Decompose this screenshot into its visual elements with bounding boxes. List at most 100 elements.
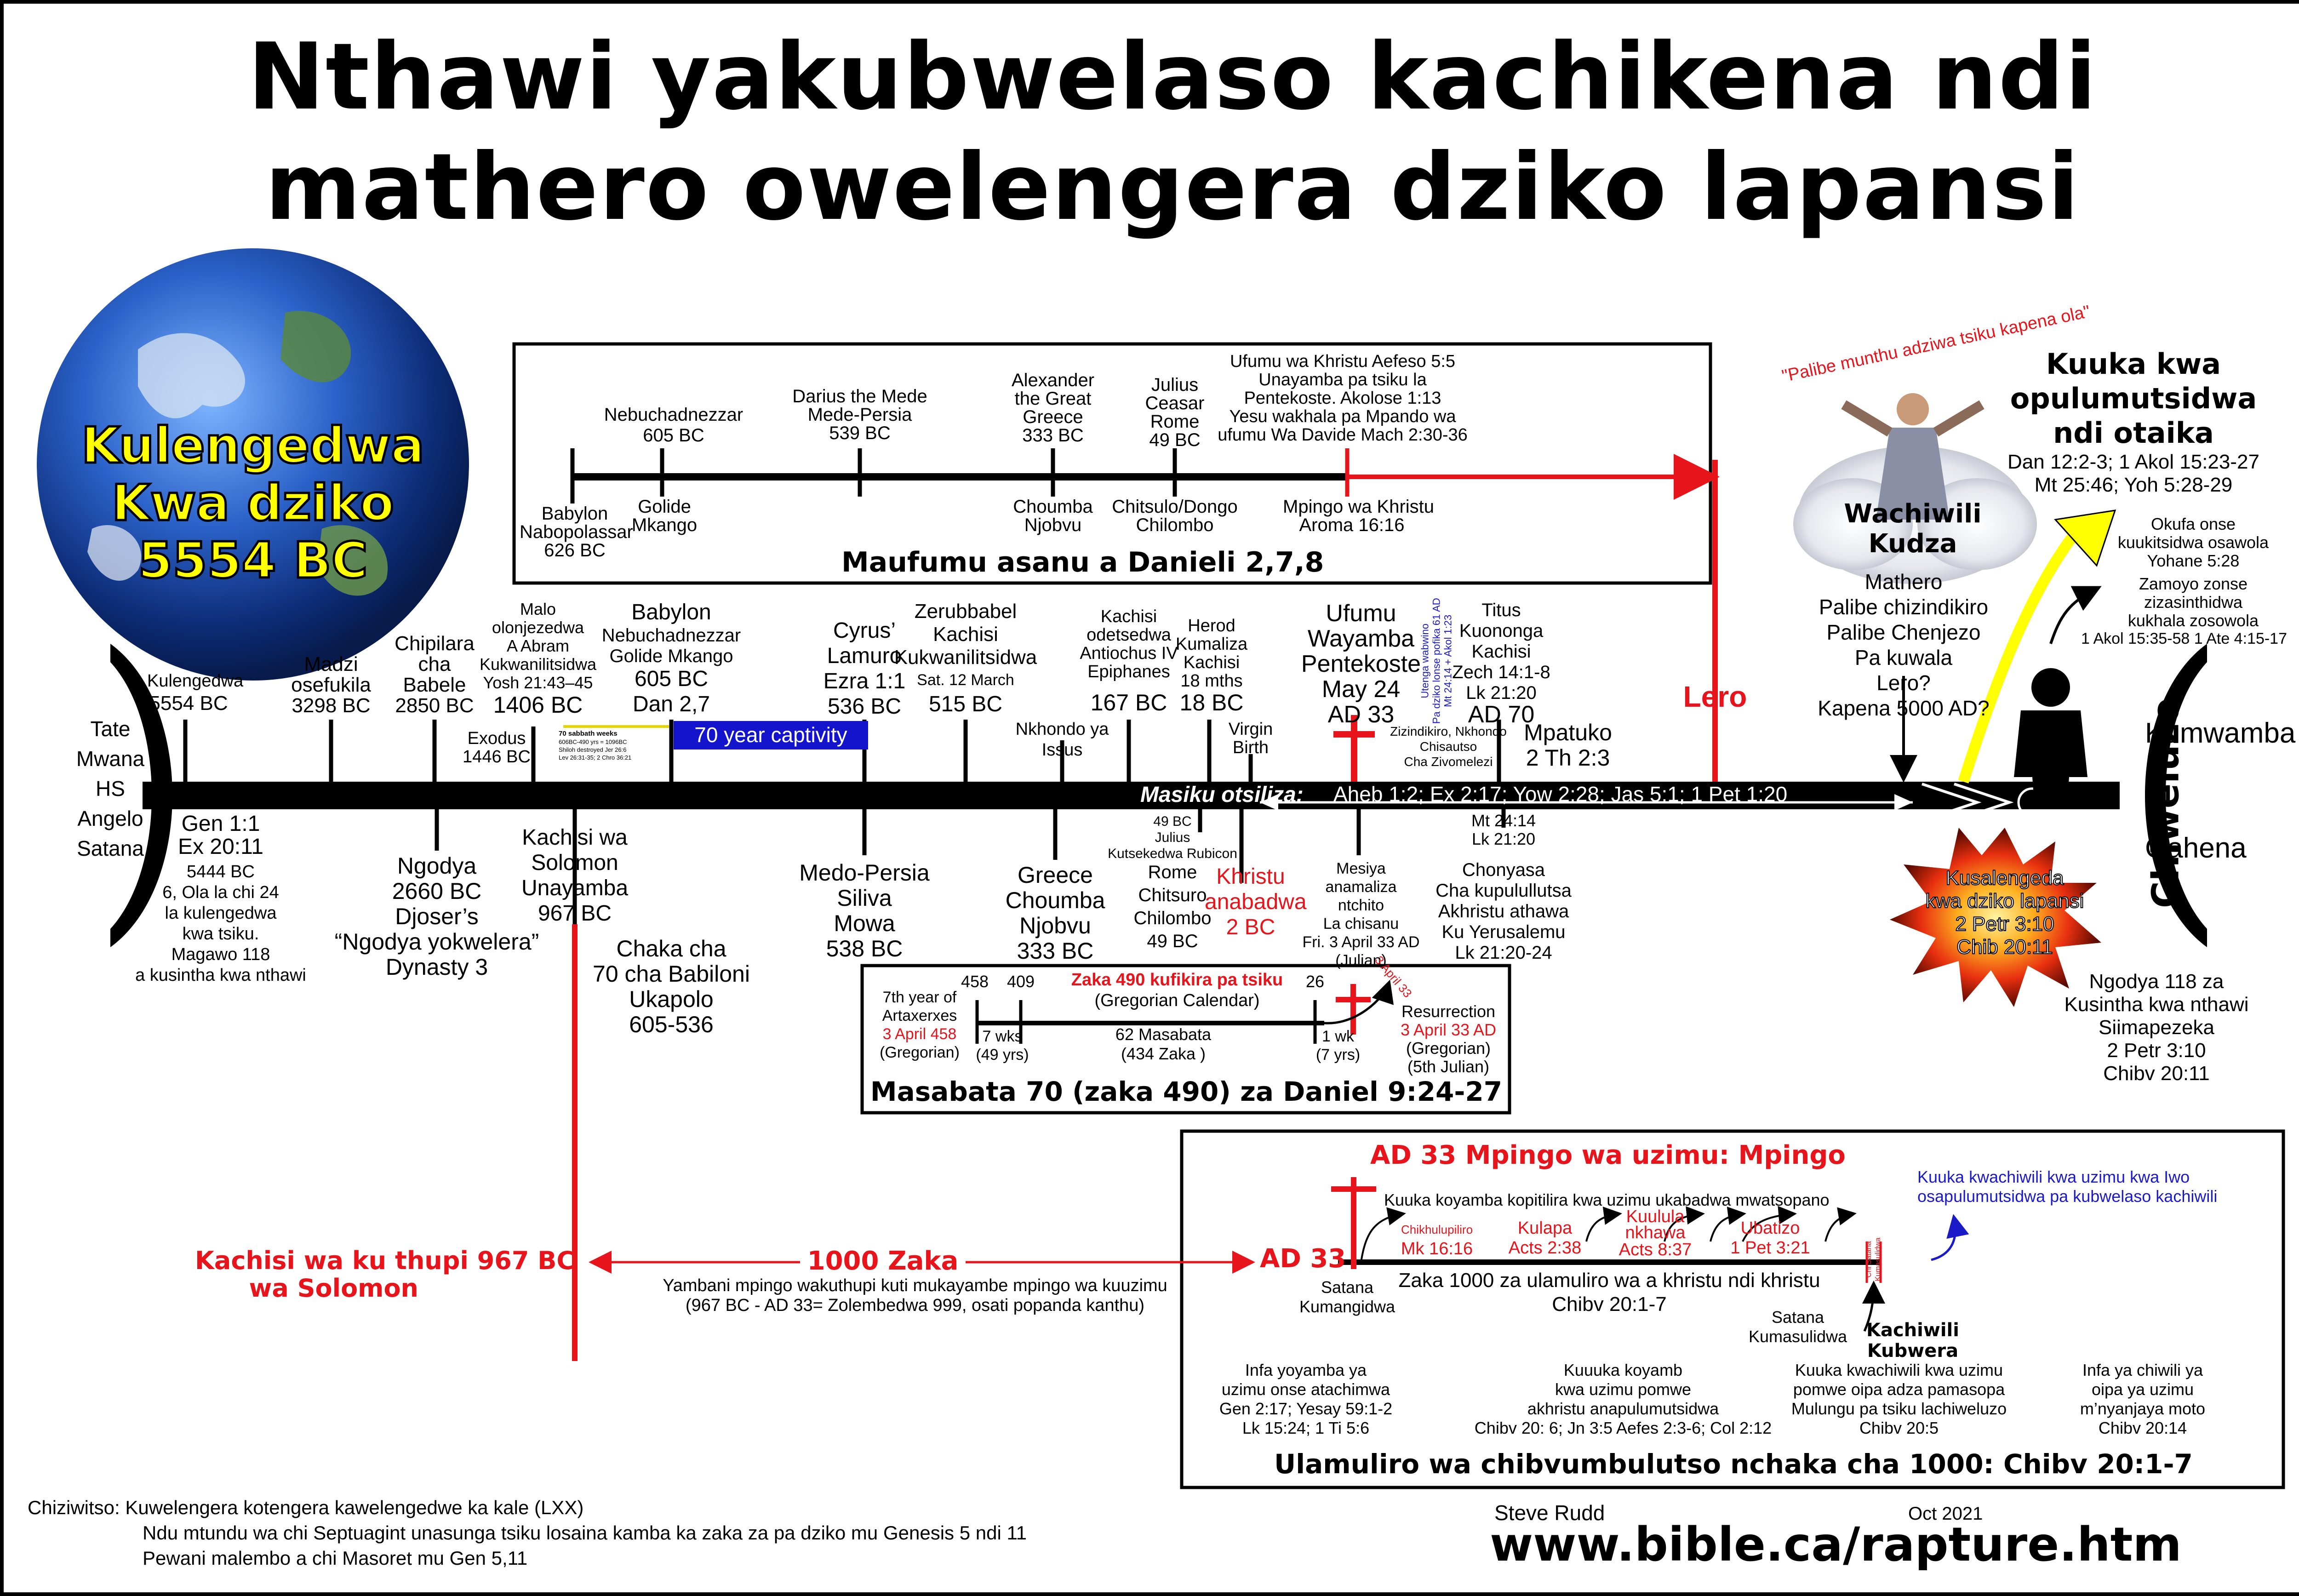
t-rom-3: Kutsekedwa Rubicon xyxy=(1108,846,1237,861)
t-gen-6: kwa tsiku. xyxy=(182,924,259,944)
t-gen-2: Ex 20:11 xyxy=(178,835,263,859)
t-zer-2: Kachisi xyxy=(933,623,998,646)
dead-raised-1: Okufa onse xyxy=(2150,515,2236,533)
t-gen-8: a kusintha kwa nthawi xyxy=(135,966,306,985)
captivity-box xyxy=(674,721,868,749)
temple-label-1: Kachisi wa ku thupi 967 BC xyxy=(195,1246,575,1275)
t-vert-1: Utenga wabwino xyxy=(1419,623,1431,698)
w-art-1: 7th year of xyxy=(882,989,957,1006)
title-line-2: mathero owelengera dziko lapansi xyxy=(265,134,2080,241)
kingdom-neb-2: 605 BC xyxy=(643,425,704,446)
t-mes-1: Mesiya xyxy=(1336,860,1386,877)
end-3: Palibe Chenjezo xyxy=(1826,620,1981,644)
w-art-2: Artaxerxes xyxy=(882,1007,957,1024)
t-cho-5: Lk 21:20-24 xyxy=(1455,943,1552,963)
t-zer-3: Kukwanilitsidwa xyxy=(894,646,1037,669)
t-gre-4: 333 BC xyxy=(1017,938,1094,964)
t-kach-2: odetsedwa xyxy=(1087,625,1171,645)
kingdoms-heading: Maufumu asanu a Danieli 2,7,8 xyxy=(841,546,1324,578)
t-ufw-1: Ufumu xyxy=(1326,600,1396,627)
t-exo-1: Exodus xyxy=(467,729,526,748)
kingdom-jul-1: Julius xyxy=(1151,375,1199,395)
m-c2-b: kwa uzimu pomwe xyxy=(1555,1380,1692,1399)
t-cyr-3: Ezra 1:1 xyxy=(823,669,906,693)
m-c4-a: Infa ya chiwili ya xyxy=(2082,1361,2203,1379)
kingdom-alex-3: Greece xyxy=(1023,407,1083,427)
t-madzi-1: Madzi xyxy=(304,653,358,675)
kingdom-alex-1: Alexander xyxy=(1011,370,1095,390)
living-changed-3: kukhala zosowola xyxy=(2127,611,2259,630)
kingdom-uf-4: Yesu wakhala pa Mpando wa xyxy=(1229,407,1456,426)
t-ziz-1: Zizindikiro, Nkhondo xyxy=(1390,724,1507,738)
kingdom-jul-4: 49 BC xyxy=(1149,430,1201,450)
m-kach-2: Kubwera xyxy=(1867,1340,1959,1361)
m-vsmall-2: Kumasulidwa xyxy=(1874,1237,1882,1281)
m-sat-3: Satana xyxy=(1771,1308,1824,1327)
t-mes-6: (Julian) xyxy=(1335,952,1387,969)
t-malo-1: Malo xyxy=(520,600,556,618)
t-her-4: 18 mths xyxy=(1180,671,1243,691)
t-ufw-3: Pentekoste xyxy=(1301,651,1421,677)
t-chip-3: Babele xyxy=(403,674,466,696)
m-pet321: 1 Pet 3:21 xyxy=(1730,1238,1810,1258)
t-nkh-2: Issus xyxy=(1041,740,1083,760)
left-3: HS xyxy=(96,777,125,801)
t-ziz-2: Chisautso xyxy=(1419,739,1477,754)
t-mpa-1: Mpatuko xyxy=(1524,720,1612,745)
t-med-3: Mowa xyxy=(834,910,895,936)
t-ng118-5: Chibv 20:11 xyxy=(2103,1062,2210,1085)
earth-label-3: 5554 BC xyxy=(137,532,369,590)
t-vert-2: Pa dziko lonse pofika 61 AD xyxy=(1430,598,1442,724)
t-kach-3: Antiochus IV xyxy=(1080,644,1178,663)
t-sab-4: Lev 26:31-35; 2 Chro 36:21 xyxy=(559,754,632,761)
m-c4-d: Chibv 20:14 xyxy=(2098,1419,2187,1437)
t-cho-4: Ku Yerusalemu xyxy=(1441,922,1566,942)
t-kus-4: Chib 20:11 xyxy=(1956,935,2053,959)
t-chk-4: 605-536 xyxy=(629,1012,714,1037)
t-kach-5: 167 BC xyxy=(1090,690,1167,715)
t-zer-4: Sat. 12 March xyxy=(917,671,1014,689)
kingdom-neb-1: Nebuchadnezzar xyxy=(604,405,743,425)
t-mpa-2: 2 Th 2:3 xyxy=(1526,745,1610,771)
dead-raised-2: kuukitsidwa osawola xyxy=(2117,533,2269,552)
w-res-3: (Gregorian) xyxy=(1406,1039,1491,1058)
t-kus-3: 2 Petr 3:10 xyxy=(1955,912,2054,936)
resurrection-heading-3: ndi otaika xyxy=(2053,416,2214,450)
m-acts238: Acts 2:38 xyxy=(1508,1238,1582,1258)
second-coming-1: Wachiwili xyxy=(1844,499,1982,529)
temple-yam-1: Yambani mpingo wakuthupi kuti mukayambe … xyxy=(663,1276,1167,1295)
t-sab-1: 70 sabbath weeks xyxy=(559,730,618,738)
left-2: Mwana xyxy=(76,747,145,771)
millennium-heading: Ulamuliro wa chibvumbulutso nchaka cha 1… xyxy=(1274,1448,2193,1480)
m-sat-2: Kumangidwa xyxy=(1299,1297,1395,1316)
m-kulapa: Kulapa xyxy=(1517,1218,1573,1238)
m-c2-c: akhristu anapulumutsidwa xyxy=(1527,1399,1719,1418)
t-masiku-refs: Aheb 1:2; Ex 2:17; Yow 2:28; Jas 5:1; 1 … xyxy=(1333,782,1788,806)
w-1b: (7 yrs) xyxy=(1315,1046,1361,1064)
footer-note-1: Chiziwitso: Kuwelengera kotengera kawele… xyxy=(28,1497,584,1518)
m-c4-b: oipa ya uzimu xyxy=(2091,1380,2194,1399)
title-line-1: Nthawi yakubwelaso kachikena ndi xyxy=(247,23,2098,131)
m-mk: Mk 16:16 xyxy=(1401,1239,1473,1258)
footer-url[interactable]: www.bible.ca/rapture.htm xyxy=(1490,1517,2182,1572)
t-exo-2: 1446 BC xyxy=(463,747,531,767)
w-art-3: 3 April 458 xyxy=(882,1025,957,1043)
m-c1-a: Infa yoyamba ya xyxy=(1245,1361,1367,1379)
t-ufw-2: Wayamba xyxy=(1307,625,1415,652)
t-med-1: Medo-Persia xyxy=(799,860,930,886)
left-5: Satana xyxy=(77,836,144,860)
m-ubatizo: Ubatizo xyxy=(1740,1218,1800,1238)
m-c2-a: Kuuuka koyamb xyxy=(1563,1361,1683,1379)
t-ngo-4: “Ngodya yokwelera” xyxy=(334,929,539,955)
t-babt-2: Nebuchadnezzar xyxy=(601,625,741,646)
left-1: Tate xyxy=(90,717,131,741)
t-ufw-5: AD 33 xyxy=(1327,701,1395,728)
t-cyr-4: 536 BC xyxy=(827,694,902,719)
t-cho-1: Chonyasa xyxy=(1462,860,1545,880)
t-ng118-4: 2 Petr 3:10 xyxy=(2107,1039,2206,1062)
m-c3-a: Kuuka kwachiwili kwa uzimu xyxy=(1795,1361,2003,1379)
t-gre-2: Choumba xyxy=(1005,887,1105,913)
t-gen-4: 6, Ola la chi 24 xyxy=(162,883,279,902)
m-vsmall-1: Chi Satana xyxy=(1865,1241,1873,1278)
end-4: Pa kuwala xyxy=(1854,646,1953,669)
